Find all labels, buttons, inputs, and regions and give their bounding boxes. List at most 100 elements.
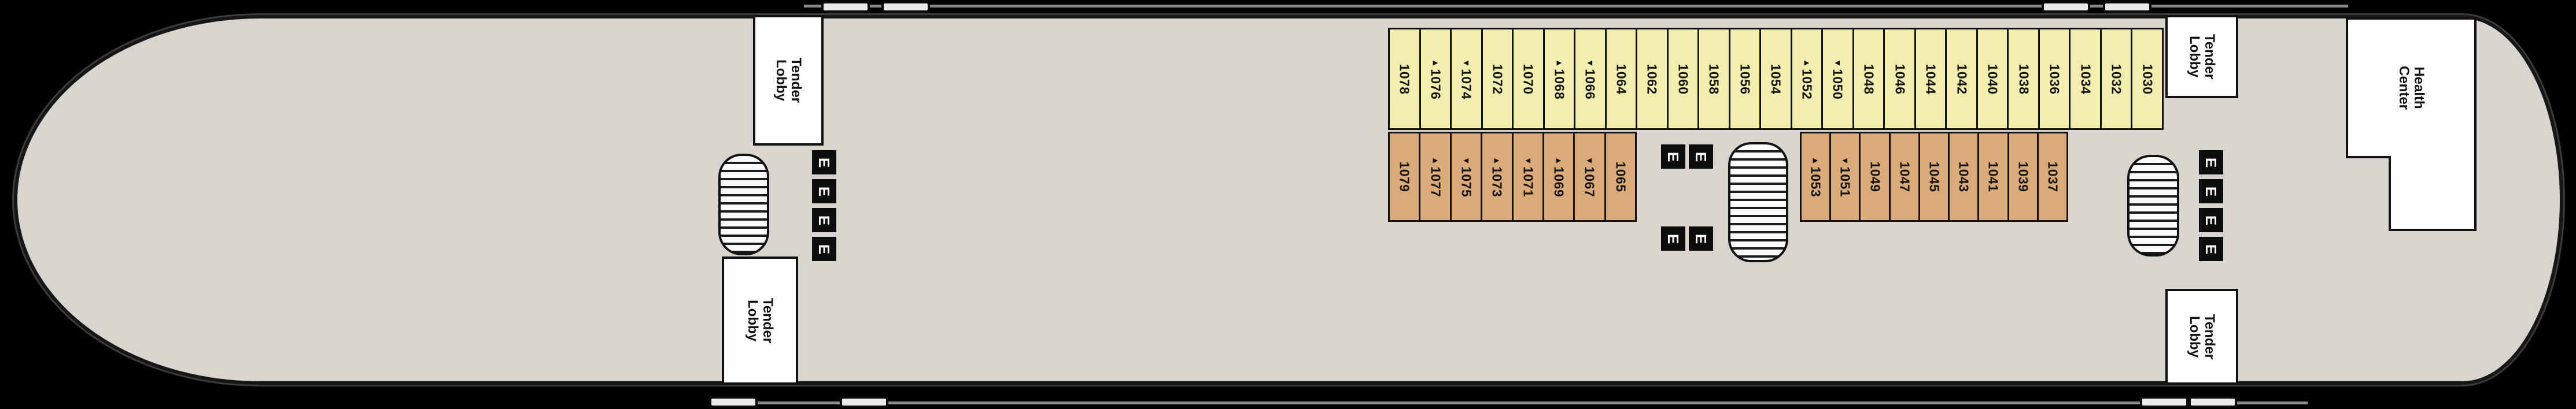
lifeboat-icon [2103,1,2151,13]
cabin-1034[interactable]: 1034 [2071,29,2102,128]
connecting-room-marker-icon: ▲ [1492,156,1502,166]
cabin-1066[interactable]: ▼1066 [1575,29,1607,128]
cabin-1072[interactable]: 1072 [1482,29,1514,128]
cabin-1067[interactable]: ▼1067 [1575,133,1606,220]
cabin-1041[interactable]: 1041 [1979,133,2009,220]
cabin-1068[interactable]: ▲1068 [1544,29,1576,128]
cabin-number: ▼1074 [1459,58,1474,99]
cabin-1047[interactable]: 1047 [1890,133,1920,220]
lifeboat-rail-top [804,5,2348,8]
cabin-number: 1046 [1892,63,1907,95]
connecting-room-marker-icon: ▲ [1553,156,1564,166]
cabin-number: 1045 [1927,161,1942,192]
cabin-1046[interactable]: 1046 [1885,29,1916,128]
cabin-1037[interactable]: 1037 [2038,133,2066,220]
cabin-number: ▼1067 [1582,156,1597,198]
connecting-room-marker-icon: ▼ [1832,58,1843,68]
connecting-room-marker-icon: ▼ [1585,58,1595,68]
cabin-1052[interactable]: ▲1052 [1792,29,1824,128]
cabin-number: 1040 [1985,63,2001,95]
cabin-1045[interactable]: 1045 [1920,133,1950,220]
stairs-icon [2127,155,2179,256]
cabin-1038[interactable]: 1038 [2009,29,2040,128]
cabin-1060[interactable]: 1060 [1668,29,1700,128]
cabin-1051[interactable]: ▼1051 [1831,133,1861,220]
cabin-number: ▲1073 [1489,156,1505,198]
cabin-number: ▲1076 [1428,58,1444,99]
cabin-1073[interactable]: ▲1073 [1482,133,1514,220]
stairs-icon [718,154,769,255]
cabin-1048[interactable]: 1048 [1854,29,1885,128]
tender-lobby-label: Tender Lobby [773,57,804,103]
stairs-icon [1728,142,1788,262]
cabin-1032[interactable]: 1032 [2101,29,2133,128]
cabin-1078[interactable]: 1078 [1390,29,1421,128]
cabin-number: ▲1069 [1551,156,1567,198]
cabin-1050[interactable]: ▼1050 [1823,29,1854,128]
cabin-number: ▼1066 [1582,58,1598,99]
lifeboat-rail-bottom [711,401,2308,404]
cabin-1044[interactable]: 1044 [1916,29,1947,128]
cabin-number: 1037 [2045,161,2061,192]
cabin-number: 1058 [1706,63,1722,95]
cabin-number: 1056 [1737,63,1753,95]
cabin-1042[interactable]: 1042 [1947,29,1978,128]
cabin-1062[interactable]: 1062 [1637,29,1669,128]
connecting-room-marker-icon: ▲ [1802,58,1812,68]
connecting-room-marker-icon: ▼ [1461,58,1471,68]
cabin-1074[interactable]: ▼1074 [1452,29,1483,128]
cabin-1077[interactable]: ▲1077 [1420,133,1452,220]
cabin-number: 1042 [1954,63,1970,95]
cabin-1040[interactable]: 1040 [1977,29,2009,128]
elevator-icon: E [1661,144,1685,169]
elevator-icon: E [1689,226,1713,251]
cabin-1039[interactable]: 1039 [2009,133,2039,220]
elevator-icon: E [2199,150,2223,174]
cabin-number: 1039 [2016,161,2031,192]
cabin-row-bottom-left: 1079▲1077▼1075 ▲1073 ▼1071 ▲1069 ▼1067 1065 [1388,132,1637,222]
cabin-number: 1038 [2016,63,2032,95]
cabin-number: 1036 [2047,63,2062,95]
cabin-1065[interactable]: 1065 [1606,133,1635,220]
cabin-1064[interactable]: 1064 [1606,29,1638,128]
cabin-1053[interactable]: ▲1053 [1802,133,1832,220]
cabin-1056[interactable]: 1056 [1730,29,1762,128]
cabin-number: ▲1052 [1799,58,1815,99]
cabin-number: 1072 [1490,63,1505,95]
cabin-number: ▼1050 [1830,58,1846,99]
cabin-1079[interactable]: 1079 [1390,133,1421,220]
cabin-1030[interactable]: 1030 [2132,29,2162,128]
cabin-1058[interactable]: 1058 [1699,29,1730,128]
cabin-number: 1060 [1675,63,1691,95]
health-center-label: Health Center [2396,65,2427,110]
cabin-1036[interactable]: 1036 [2039,29,2071,128]
cabin-1049[interactable]: 1049 [1861,133,1891,220]
tender-lobby-bottom-right: Tender Lobby [2165,289,2238,385]
lifeboat-icon [2189,396,2237,408]
elevator-icon: E [2199,237,2223,261]
cabin-number: 1044 [1923,63,1939,95]
connecting-room-marker-icon: ▼ [1523,156,1533,166]
cabin-1043[interactable]: 1043 [1950,133,1980,220]
cabin-1069[interactable]: ▲1069 [1544,133,1575,220]
elevator-icon: E [812,150,836,174]
lifeboat-icon [821,1,870,13]
cabin-number: 1070 [1520,63,1536,95]
elevator-icon: E [2199,208,2223,232]
lifeboat-icon [2042,1,2090,13]
cabin-1076[interactable]: ▲1076 [1420,29,1452,128]
cabin-1070[interactable]: 1070 [1514,29,1545,128]
lifeboat-icon [2140,396,2189,408]
tender-lobby-bottom-left: Tender Lobby [722,256,798,385]
cabin-1075[interactable]: ▼1075 [1451,133,1483,220]
cabin-number: ▼1071 [1520,156,1536,198]
connecting-room-marker-icon: ▼ [1584,156,1595,166]
cabin-1054[interactable]: 1054 [1761,29,1792,128]
cabin-1071[interactable]: ▼1071 [1513,133,1544,220]
elevator-icon: E [1689,144,1713,169]
